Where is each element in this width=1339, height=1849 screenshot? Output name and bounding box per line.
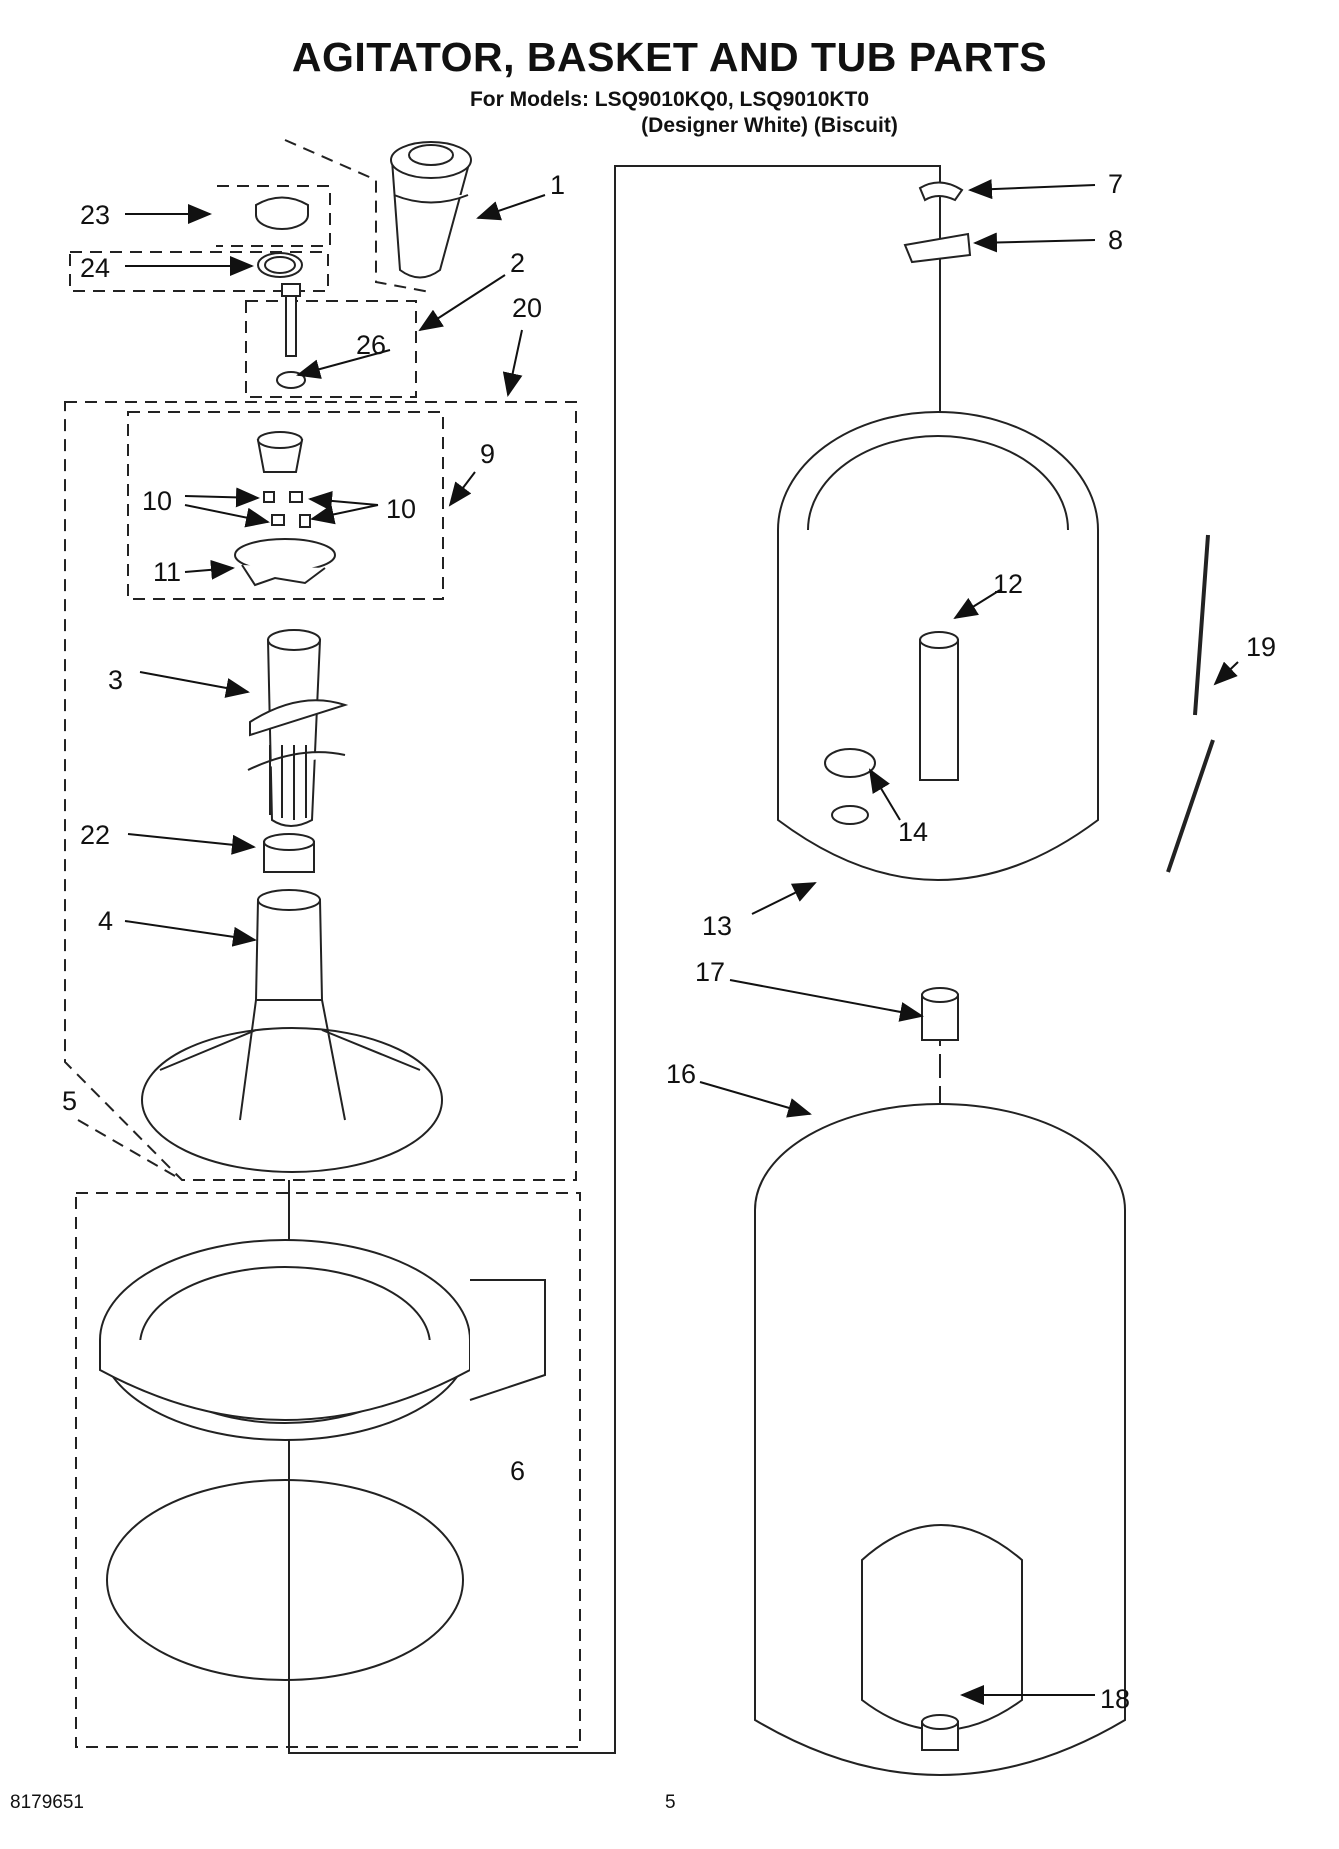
callout-22: 22 bbox=[80, 820, 110, 850]
callout-12: 12 bbox=[993, 569, 1023, 599]
callout-14: 14 bbox=[898, 817, 928, 847]
snap-ring-part bbox=[106, 1479, 464, 1681]
callout-1: 1 bbox=[550, 170, 565, 200]
callout-18: 18 bbox=[1100, 1684, 1130, 1714]
models-subtitle: For Models: LSQ9010KQ0, LSQ9010KT0 bbox=[469, 88, 870, 111]
tub-ring-part bbox=[99, 1239, 546, 1441]
callout-10-right: 10 bbox=[386, 494, 416, 524]
group-box-23-24 bbox=[69, 185, 331, 292]
coupler-part bbox=[263, 833, 315, 873]
page-number: 5 bbox=[665, 1792, 676, 1813]
callout-17: 17 bbox=[695, 957, 725, 987]
page-title: AGITATOR, BASKET AND TUB PARTS bbox=[291, 34, 1048, 80]
callout-4: 4 bbox=[98, 906, 113, 936]
group-box-5 bbox=[75, 1192, 581, 1748]
document-number: 8179651 bbox=[10, 1792, 84, 1813]
colors-subtitle: (Designer White) (Biscuit) bbox=[641, 114, 898, 137]
callout-9: 9 bbox=[480, 439, 495, 469]
callout-13: 13 bbox=[702, 911, 732, 941]
agitator-barrel-part bbox=[247, 629, 349, 827]
group-box-20 bbox=[64, 401, 577, 1181]
callout-6: 6 bbox=[510, 1456, 525, 1486]
bearing-part bbox=[921, 987, 959, 1041]
callout-8: 8 bbox=[1108, 225, 1123, 255]
plug-part bbox=[921, 1714, 959, 1751]
group-box-5-link bbox=[77, 1119, 183, 1181]
clip-part bbox=[918, 181, 964, 202]
hose-part bbox=[1166, 534, 1215, 873]
callout-26: 26 bbox=[356, 330, 386, 360]
callout-10-left: 10 bbox=[142, 486, 172, 516]
callout-7: 7 bbox=[1108, 169, 1123, 199]
cap-part bbox=[255, 196, 309, 230]
basket-part bbox=[777, 411, 1099, 881]
callout-labels: 1 2 3 4 5 6 7 8 9 10 10 11 12 13 14 16 1… bbox=[62, 169, 1276, 1714]
leader-arrows bbox=[124, 179, 1239, 1705]
group-box-2 bbox=[245, 300, 417, 398]
dispenser-cup-part bbox=[390, 141, 472, 279]
callout-23: 23 bbox=[80, 200, 110, 230]
callout-20: 20 bbox=[512, 293, 542, 323]
bolt-part bbox=[276, 283, 306, 389]
callout-19: 19 bbox=[1246, 632, 1276, 662]
part-drawings bbox=[99, 141, 1215, 1776]
group-boxes bbox=[64, 139, 581, 1748]
callout-11: 11 bbox=[153, 557, 181, 587]
callout-24: 24 bbox=[80, 253, 110, 283]
group-box-1-link bbox=[284, 139, 431, 293]
dog-assembly-part bbox=[234, 431, 336, 587]
callout-5: 5 bbox=[62, 1086, 77, 1116]
agitator-base-part bbox=[141, 889, 443, 1173]
callout-16: 16 bbox=[666, 1059, 696, 1089]
group-box-9 bbox=[127, 411, 444, 600]
outer-tub-part bbox=[754, 1103, 1126, 1776]
bracket-part bbox=[903, 232, 972, 264]
callout-3: 3 bbox=[108, 665, 123, 695]
callout-2: 2 bbox=[510, 248, 525, 278]
